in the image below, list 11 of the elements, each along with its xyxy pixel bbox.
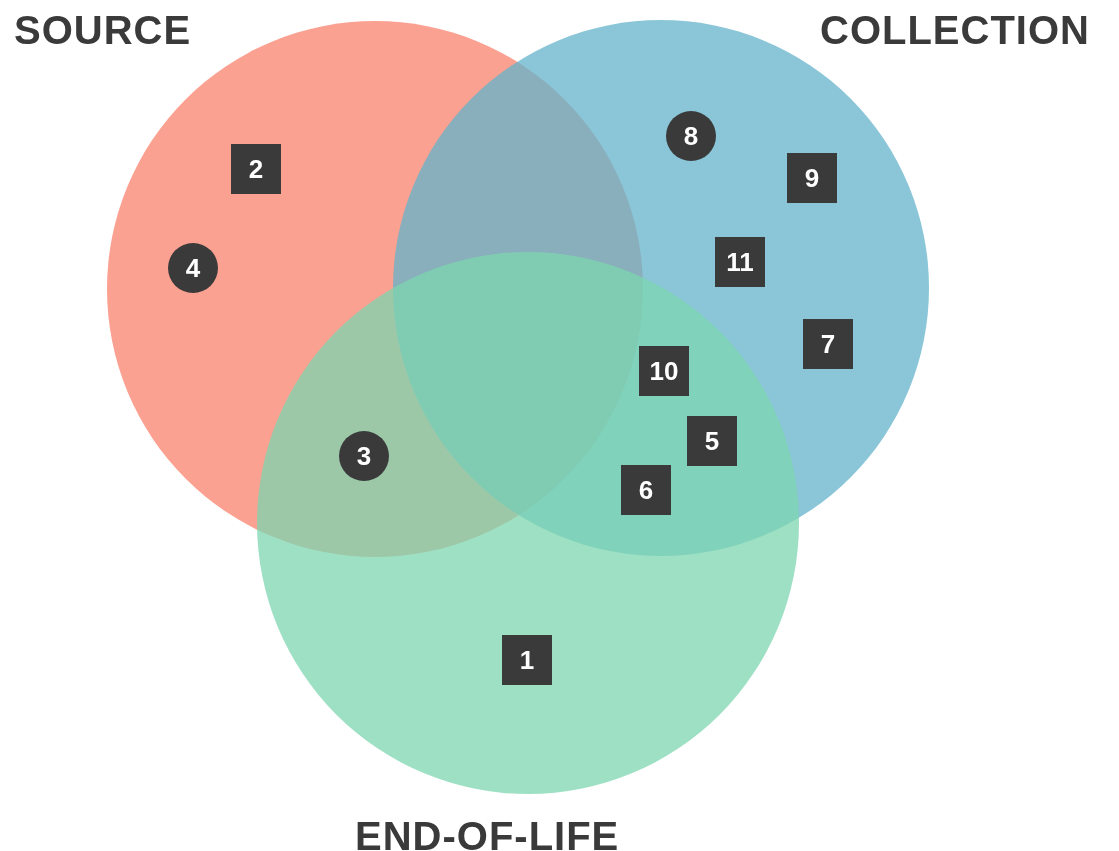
number-square-badge: 7 bbox=[803, 319, 853, 369]
set-label: END-OF-LIFE bbox=[355, 816, 620, 851]
number-square-badge: 9 bbox=[787, 153, 837, 203]
number-square-badge: 6 bbox=[621, 465, 671, 515]
set-label: SOURCE bbox=[14, 10, 192, 50]
number-square-badge: 11 bbox=[715, 237, 765, 287]
set-label: COLLECTION bbox=[820, 10, 1090, 50]
number-square-badge: 5 bbox=[687, 416, 737, 466]
number-square-badge: 1 bbox=[502, 635, 552, 685]
number-square-badge: 2 bbox=[231, 144, 281, 194]
number-square-badge: 10 bbox=[639, 346, 689, 396]
